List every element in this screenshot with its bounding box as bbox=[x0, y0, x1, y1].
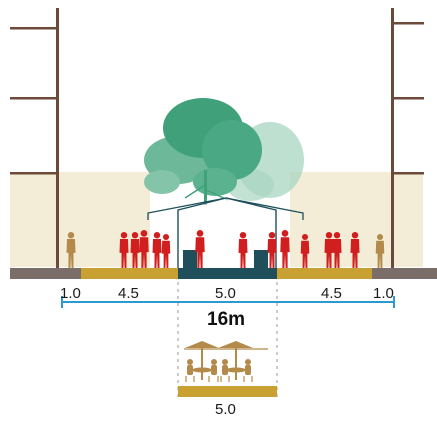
pedestrian-icon bbox=[300, 233, 310, 268]
pedestrian-icon bbox=[119, 232, 129, 268]
pedestrian-icon bbox=[152, 232, 162, 268]
segment-label-3: 5.0 bbox=[215, 285, 236, 302]
pavilion-kiosk-right bbox=[254, 250, 268, 268]
pedestrians bbox=[66, 230, 385, 268]
cafe-table-umbrella-icon bbox=[184, 341, 268, 382]
pedestrian-icon bbox=[238, 232, 248, 268]
pedestrian-icon bbox=[350, 232, 360, 268]
pavilion-kiosk-left bbox=[183, 250, 197, 268]
left-sidewalk bbox=[10, 268, 81, 279]
pedestrian-icon bbox=[195, 230, 205, 268]
total-width-label: 16m bbox=[207, 309, 245, 330]
dimension-line bbox=[61, 282, 395, 400]
left-building bbox=[10, 8, 59, 268]
pavilion-icon bbox=[147, 197, 304, 268]
central-plaza-strip bbox=[178, 268, 277, 279]
pedestrian-icon bbox=[375, 233, 385, 268]
segment-label-4: 4.5 bbox=[321, 285, 342, 302]
inset-width-label: 5.0 bbox=[215, 401, 236, 418]
right-building bbox=[391, 8, 424, 268]
segment-label-2: 4.5 bbox=[118, 285, 139, 302]
inset-walkway bbox=[178, 386, 277, 397]
pedestrian-icon bbox=[130, 232, 140, 268]
segment-label-5: 1.0 bbox=[373, 285, 394, 302]
right-walkway bbox=[277, 268, 372, 279]
pedestrian-icon bbox=[139, 230, 149, 268]
right-sidewalk bbox=[372, 268, 437, 279]
pedestrian-icon bbox=[66, 232, 76, 268]
segment-label-1: 1.0 bbox=[60, 285, 81, 302]
pedestrian-icon bbox=[161, 233, 171, 268]
pedestrian-icon bbox=[280, 230, 290, 268]
left-walkway bbox=[81, 268, 178, 279]
pedestrian-icon bbox=[324, 232, 334, 268]
background-haze-left bbox=[10, 172, 150, 267]
tree-icon bbox=[144, 98, 304, 205]
pedestrian-icon bbox=[332, 232, 342, 268]
pedestrian-icon bbox=[267, 232, 277, 268]
